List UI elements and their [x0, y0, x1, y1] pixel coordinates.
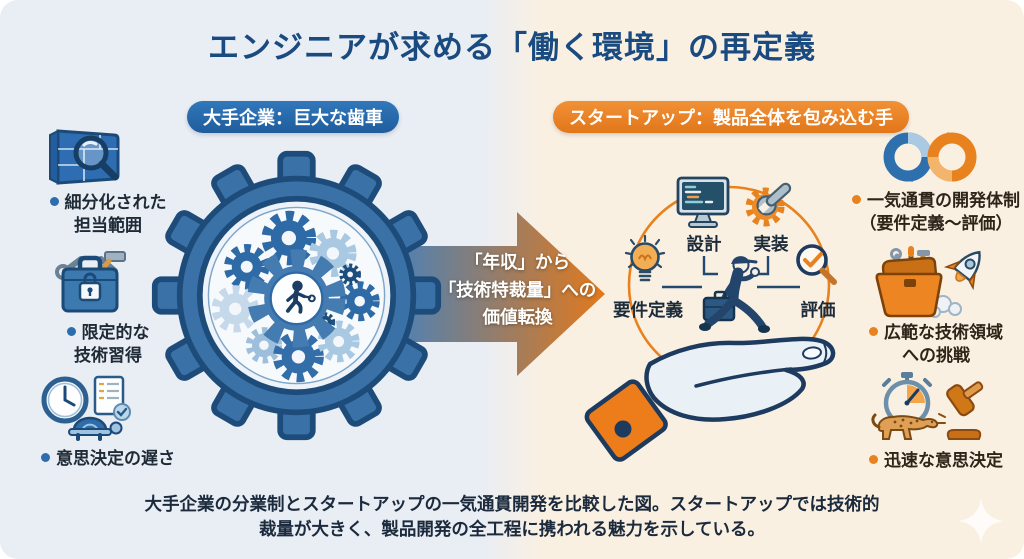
right-section-badge: スタートアップ：製品全体を包み込む手 — [553, 101, 909, 133]
bullet-icon — [41, 453, 50, 462]
left-item-2-line2: 技術習得 — [74, 346, 142, 365]
transition-arrow — [395, 212, 605, 376]
caption-line1: 大手企業の分業制とスタートアップの一気通貫開発を比較した図。スタートアップでは技… — [144, 494, 880, 514]
toolbox-rocket-icon — [875, 246, 981, 318]
left-item-3: 意思決定の遅さ — [15, 447, 201, 470]
cycle-step-evaluation: 評価 — [800, 300, 836, 320]
monitor-code-icon — [676, 176, 730, 228]
locked-toolbox-icon — [55, 251, 126, 313]
cycle-step-requirements: 要件定義 — [613, 300, 683, 320]
stopwatch-cheetah-gavel-icon — [871, 372, 984, 440]
giant-gear-illustration — [151, 150, 442, 441]
left-item-1: 細分化された 担当範囲 — [15, 191, 201, 237]
cycle-step-design: 設計 — [686, 234, 722, 254]
left-item-1-line2: 担当範囲 — [74, 216, 142, 235]
open-hand-illustration — [584, 336, 836, 462]
right-item-1-line2: （要件定義～評価） — [859, 214, 1013, 233]
right-item-2-line2: への挑戦 — [902, 346, 970, 365]
infinity-loop-icon — [883, 132, 977, 182]
bullet-icon — [49, 197, 59, 206]
running-engineer-illustration — [699, 256, 770, 333]
arrow-text: 「年収」から 「技術特裁量」への 価値転換 — [430, 249, 605, 332]
bullet-icon — [869, 455, 878, 464]
left-item-2-line1: 限定的な — [81, 323, 150, 342]
right-item-1-line1: 一気通貫の開発体制 — [867, 191, 1020, 210]
arrow-text-line1: 「年収」から — [465, 252, 570, 272]
left-item-2: 限定的な 技術習得 — [15, 321, 201, 367]
gear-wrench-icon — [745, 182, 792, 227]
arrow-text-line3: 価値転換 — [482, 307, 553, 327]
right-item-2-line1: 広範な技術領域 — [884, 323, 1003, 342]
bullet-icon — [852, 195, 861, 204]
magnifier-check-icon — [796, 244, 837, 285]
right-item-1: 一気通貫の開発体制 （要件定義～評価） — [843, 189, 1024, 235]
arrow-text-line2: 「技術特裁量」への — [438, 279, 597, 300]
right-item-3-line1: 迅速な意思決定 — [884, 451, 1003, 470]
right-item-2: 広範な技術領域 への挑戦 — [843, 321, 1024, 367]
blueprint-magnifier-icon — [49, 129, 120, 185]
engineer-figure — [285, 280, 316, 314]
left-item-3-line1: 意思決定の遅さ — [56, 449, 175, 468]
left-item-1-line1: 細分化された — [64, 193, 167, 212]
left-section-badge: 大手企業：巨大な歯車 — [187, 101, 399, 133]
cycle-step-implementation: 実装 — [753, 234, 789, 254]
page-title: エンジニアが求める「働く環境」の再定義 — [208, 30, 816, 65]
right-item-3: 迅速な意思決定 — [843, 449, 1024, 472]
bullet-icon — [869, 327, 878, 336]
lightbulb-icon — [624, 234, 666, 282]
sparkle-icon — [958, 498, 1004, 544]
caption-line2: 裁量が大きく、製品開発の全工程に携われる魅力を示している。 — [258, 519, 766, 539]
bullet-icon — [66, 327, 76, 336]
clock-checklist-turtle-icon — [41, 375, 131, 441]
